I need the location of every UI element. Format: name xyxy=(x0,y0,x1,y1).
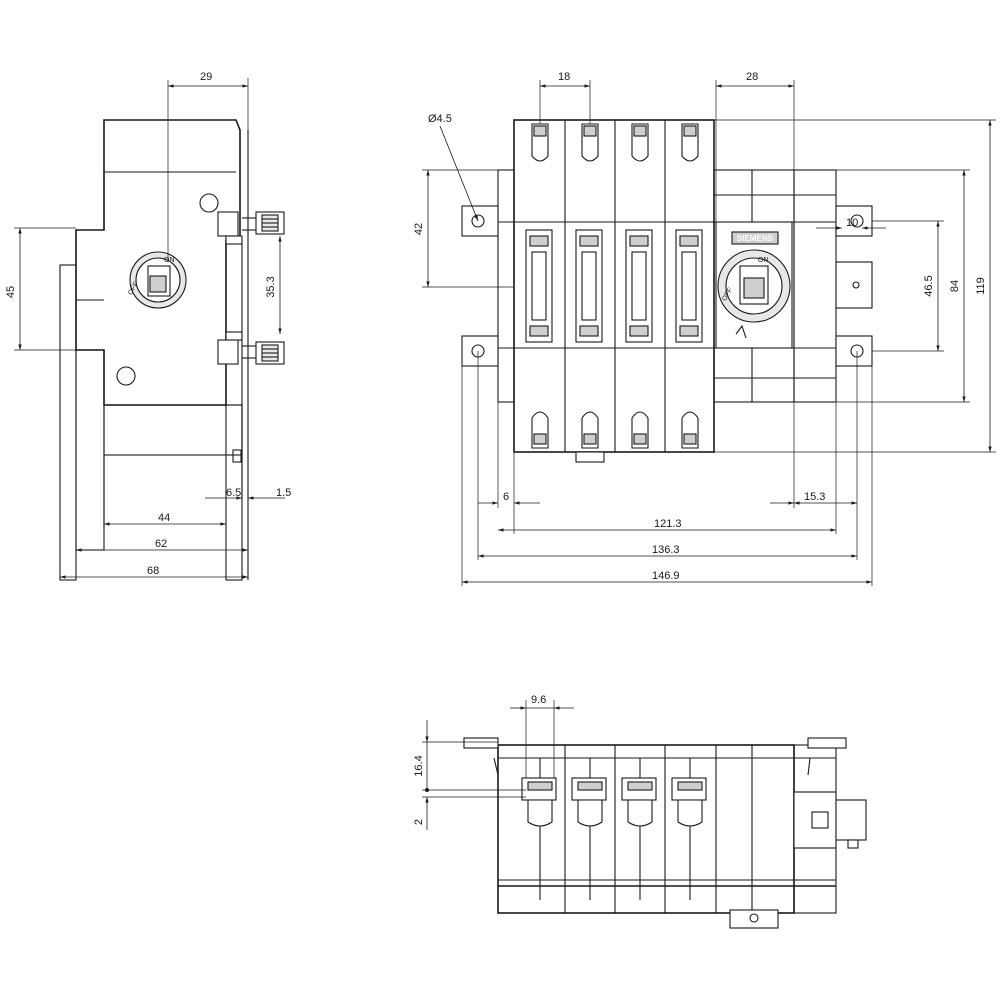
dim-28: 28 xyxy=(746,71,758,83)
side-view: ON OFF 29 45 35.3 6.5 1.5 44 62 68 xyxy=(5,71,291,581)
dim-9-6: 9.6 xyxy=(531,694,546,706)
mount-ear-br xyxy=(835,335,873,367)
dim-42: 42 xyxy=(413,223,425,235)
dim-6-5: 6.5 xyxy=(226,487,241,499)
terminal-bottom xyxy=(217,331,285,365)
mount-ear-tl xyxy=(461,205,499,237)
mount-ear-tr xyxy=(835,205,873,237)
handle-on-label: ON xyxy=(758,257,769,264)
dim-121-3: 121.3 xyxy=(654,518,682,530)
dim-2: 2 xyxy=(413,819,425,825)
mount-hole-bottom xyxy=(116,366,136,386)
dim-68: 68 xyxy=(147,565,159,577)
bottom-terminals xyxy=(531,411,699,463)
dim-hole-dia: Ø4.5 xyxy=(428,113,452,125)
top-terminals xyxy=(531,123,699,162)
dim-44: 44 xyxy=(158,512,170,524)
brand-label: SIEMENS xyxy=(737,234,774,243)
mount-hole-top xyxy=(199,193,219,213)
dim-119: 119 xyxy=(975,277,987,295)
dim-29: 29 xyxy=(200,71,212,83)
dim-16-4: 16.4 xyxy=(413,755,425,776)
dim-46-5: 46.5 xyxy=(923,275,935,296)
pole-4 xyxy=(675,229,703,343)
pole-3 xyxy=(625,229,653,343)
dim-15-3: 15.3 xyxy=(804,491,825,503)
bottom-terminals-row xyxy=(521,777,707,827)
dim-84: 84 xyxy=(949,280,961,292)
dim-45: 45 xyxy=(5,286,17,298)
pole-1 xyxy=(525,229,553,343)
pole-2 xyxy=(575,229,603,343)
mount-ear-bl xyxy=(461,335,499,367)
bottom-view: 9.6 16.4 2 xyxy=(413,694,867,929)
dim-18: 18 xyxy=(558,71,570,83)
dim-146-9: 146.9 xyxy=(652,570,680,582)
dim-62: 62 xyxy=(155,538,167,550)
rotary-knob: ON OFF xyxy=(127,251,187,309)
dim-1-5: 1.5 xyxy=(276,487,291,499)
dim-136-3: 136.3 xyxy=(652,544,680,556)
terminal-top xyxy=(217,211,285,245)
front-view: SIEMENS ON OFF Ø4.5 18 28 42 46.5 xyxy=(413,71,996,586)
dim-10: 10 xyxy=(846,217,858,229)
handle-knob: SIEMENS ON OFF xyxy=(715,221,793,349)
dim-35-3: 35.3 xyxy=(265,276,277,297)
knob-on-label: ON xyxy=(164,257,175,264)
dim-6: 6 xyxy=(503,491,509,503)
